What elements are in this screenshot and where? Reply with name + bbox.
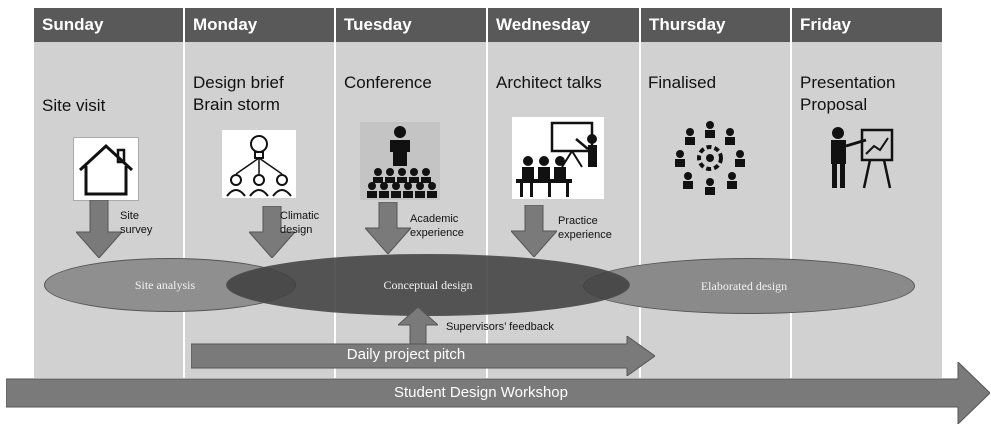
phase-label: Elaborated design bbox=[700, 278, 788, 293]
activity-sunday: Site visit bbox=[42, 95, 105, 117]
arrow-label-sunday: Site survey bbox=[120, 209, 152, 237]
teaching-icon bbox=[512, 117, 604, 199]
day-header-tuesday: Tuesday bbox=[336, 8, 486, 42]
activity-friday: Presentation Proposal bbox=[800, 72, 895, 116]
arrow-down-sunday bbox=[76, 200, 122, 258]
arrow-label-line: Academic bbox=[410, 213, 459, 225]
arrow-label-wednesday: Practice experience bbox=[558, 214, 612, 242]
feedback-label: Supervisors’ feedback bbox=[446, 321, 554, 333]
activity-line: Finalised bbox=[648, 73, 717, 92]
arrow-label-line: design bbox=[280, 224, 313, 236]
arrow-label-line: survey bbox=[120, 224, 153, 236]
activity-thursday: Finalised bbox=[648, 72, 716, 94]
day-header-monday: Monday bbox=[185, 8, 334, 42]
activity-tuesday: Conference bbox=[344, 72, 432, 94]
workshop-arrow bbox=[6, 362, 990, 424]
workshop-label: Student Design Workshop bbox=[394, 384, 568, 401]
arrow-down-tuesday bbox=[365, 202, 411, 254]
arrow-label-monday: Climatic design bbox=[280, 209, 319, 237]
team-gear-icon bbox=[668, 118, 752, 198]
presenter-icon bbox=[822, 124, 896, 190]
arrow-label-line: experience bbox=[558, 229, 612, 241]
activity-line: Design brief bbox=[193, 73, 284, 92]
phase-elaborated-design: Elaborated design bbox=[583, 258, 915, 314]
arrow-down-wednesday bbox=[511, 205, 557, 257]
column-thursday bbox=[641, 8, 790, 378]
daily-pitch-arrow bbox=[191, 336, 655, 376]
arrow-down-monday bbox=[249, 206, 295, 258]
column-friday bbox=[792, 8, 942, 378]
activity-line: Presentation bbox=[800, 73, 896, 92]
activity-line: Site visit bbox=[42, 96, 106, 115]
lecture-icon bbox=[360, 122, 440, 200]
day-header-friday: Friday bbox=[792, 8, 942, 42]
phase-conceptual-design: Conceptual design bbox=[226, 254, 630, 316]
day-header-wednesday: Wednesday bbox=[488, 8, 639, 42]
activity-wednesday: Architect talks bbox=[496, 72, 602, 94]
daily-pitch-label: Daily project pitch bbox=[346, 346, 466, 363]
brainstorm-icon bbox=[222, 130, 296, 198]
feedback-arrow-up bbox=[398, 307, 438, 347]
activity-line: Proposal bbox=[800, 95, 868, 114]
arrow-label-line: experience bbox=[410, 227, 464, 239]
house-icon bbox=[73, 137, 139, 201]
phase-label: Conceptual design bbox=[383, 277, 473, 292]
day-header-thursday: Thursday bbox=[641, 8, 790, 42]
arrow-label-line: Climatic bbox=[280, 210, 320, 222]
activity-line: Brain storm bbox=[193, 95, 280, 114]
phase-label: Site analysis bbox=[134, 277, 196, 292]
day-header-sunday: Sunday bbox=[34, 8, 183, 42]
activity-line: Conference bbox=[344, 73, 432, 92]
arrow-label-line: Practice bbox=[558, 215, 598, 227]
arrow-label-line: Site bbox=[120, 210, 139, 222]
activity-line: Architect talks bbox=[496, 73, 602, 92]
activity-monday: Design brief Brain storm bbox=[193, 72, 284, 116]
arrow-label-tuesday: Academic experience bbox=[410, 212, 464, 240]
